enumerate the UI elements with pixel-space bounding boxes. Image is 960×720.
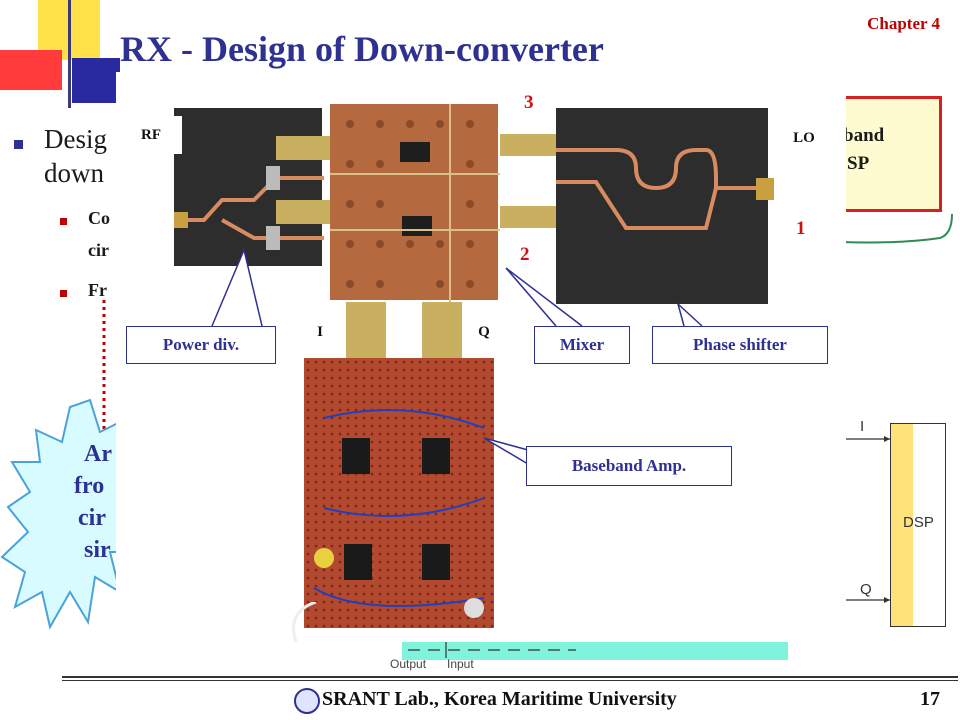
output-label: Output [390,657,427,671]
baseband-box-line2: SP [847,153,870,174]
dsp-label: DSP [903,514,934,531]
decor-vertical-line [68,0,71,108]
lo-label: LO [778,120,830,156]
dashed-line-bottom [408,642,576,658]
connector-sma [500,206,558,228]
page-number: 17 [920,688,940,710]
baseband-dsp-box: band SP [828,96,942,212]
power-divider-traces [174,166,324,250]
diagram-q-label: Q [860,581,872,598]
port-number-2: 2 [520,244,530,265]
footer-rule [62,680,958,681]
sub-bullet-text-2: Fr [88,280,107,300]
burst-line-1: Ar [84,441,112,467]
connector-sma [500,134,558,156]
bullet-text-line2: down [44,158,104,188]
port-number-1: 1 [796,218,806,239]
cable [292,602,317,642]
q-port-label: Q [464,316,504,348]
sub-bullet-marker [60,290,67,297]
footer-text: SRANT Lab., Korea Maritime University [322,688,677,710]
hardware-photo: RF LO I Q 3 2 1 Power div. Mixer Phase s… [116,72,846,642]
mixer-board-pattern [330,104,500,304]
decor-red-square [0,50,62,90]
input-label: Input [447,657,474,671]
power-div-callout: Power div. [126,326,276,364]
callout-pointers [211,247,703,465]
dsp-input-lines [846,436,890,603]
burst-line-2: fro [74,473,105,499]
mixer-callout: Mixer [534,326,630,364]
phase-shifter-board [556,108,768,304]
phase-shifter-traces [556,148,774,230]
connector-sma [276,136,336,160]
sub-bullet-marker [60,218,67,225]
diagram-i-label: I [860,418,865,435]
decor-blue-square [72,58,120,103]
port-number-3: 3 [524,92,534,113]
dsp-block: DSP [890,423,946,627]
connector-i [346,302,386,366]
bullet-text-line1: Desig [44,124,107,154]
slide-title: RX - Design of Down-converter [120,29,604,69]
connector-curve [840,213,953,244]
connector-sma [276,200,336,224]
burst-line-4: sir [84,537,111,563]
connector-q [422,302,462,366]
footer-rule [62,676,958,678]
phase-shifter-callout: Phase shifter [652,326,828,364]
i-port-label: I [302,316,338,348]
dotted-line [102,300,106,430]
bullet-marker [14,140,23,149]
baseband-amp-pattern [304,358,496,630]
dsp-block-strip [891,424,913,626]
rf-label: RF [120,116,182,154]
baseband-box-line1: band [843,125,885,146]
university-logo-icon [294,688,320,714]
chapter-label: Chapter 4 [867,14,940,33]
baseband-amp-callout: Baseband Amp. [526,446,732,486]
burst-line-3: cir [78,505,106,531]
sub-bullet-text-1b: cir [88,240,109,260]
sub-bullet-text-1a: Co [88,208,110,228]
